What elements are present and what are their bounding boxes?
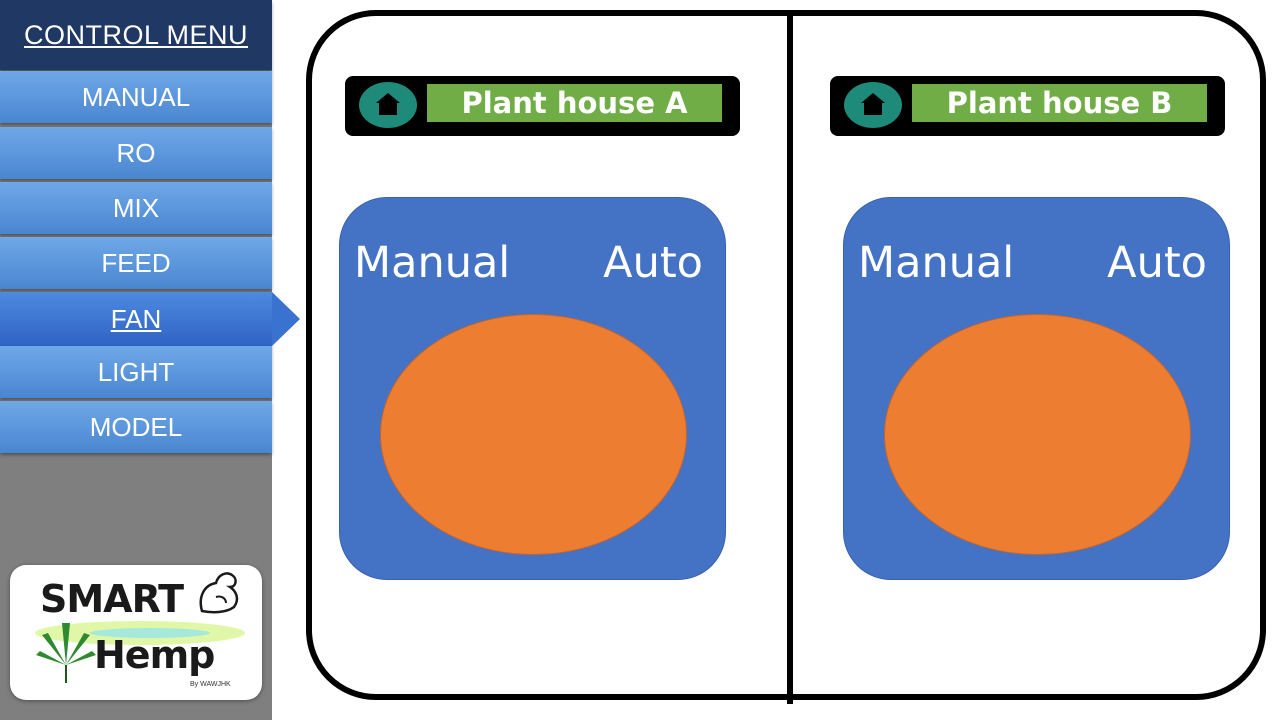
flexed-arm-icon <box>199 572 239 614</box>
house-b-header: Plant house B <box>830 76 1225 136</box>
house-b-manual-label: Manual <box>858 238 1015 288</box>
menu-item-fan[interactable]: FAN <box>0 292 272 346</box>
menu-item-light[interactable]: LIGHT <box>0 346 272 398</box>
house-a-fan-mode-toggle[interactable] <box>380 314 687 555</box>
logo-smart-text: SMART <box>40 577 184 621</box>
control-menu-title: CONTROL MENU <box>0 0 272 70</box>
house-a-header: Plant house A <box>345 76 740 136</box>
house-b-auto-label: Auto <box>1107 238 1207 288</box>
menu-item-model[interactable]: MODEL <box>0 401 272 453</box>
smart-hemp-logo: SMART Hemp By WAWJHK <box>10 565 262 700</box>
house-a-manual-label: Manual <box>354 238 511 288</box>
house-b-fan-panel: Manual Auto <box>843 197 1230 580</box>
menu-item-mix[interactable]: MIX <box>0 182 272 234</box>
house-b-fan-mode-toggle[interactable] <box>884 314 1191 555</box>
active-menu-pointer <box>272 292 300 346</box>
house-a-title: Plant house A <box>427 84 722 122</box>
logo-byline: By WAWJHK <box>190 681 231 688</box>
house-a-auto-label: Auto <box>603 238 703 288</box>
control-sidebar: CONTROL MENU MANUAL RO MIX FEED FAN LIGH… <box>0 0 272 720</box>
house-divider <box>787 14 793 704</box>
house-b-title: Plant house B <box>912 84 1207 122</box>
house-a-fan-panel: Manual Auto <box>339 197 726 580</box>
logo-hemp-text: Hemp <box>94 633 215 677</box>
home-icon[interactable] <box>359 82 417 128</box>
menu-item-feed[interactable]: FEED <box>0 237 272 289</box>
menu-item-manual[interactable]: MANUAL <box>0 71 272 123</box>
cannabis-leaf-icon <box>36 623 96 683</box>
home-icon[interactable] <box>844 82 902 128</box>
menu-item-ro[interactable]: RO <box>0 127 272 179</box>
